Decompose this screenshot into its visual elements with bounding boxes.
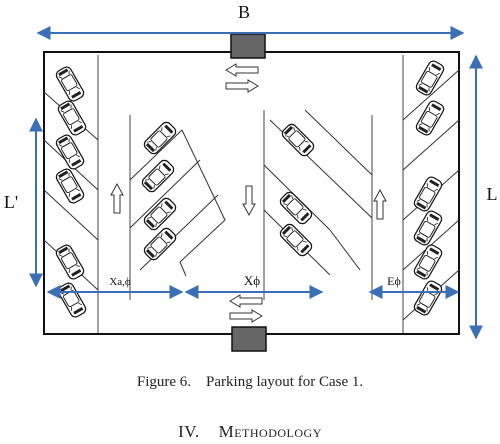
car-icon: [411, 208, 445, 248]
car-icon: [53, 132, 87, 172]
car-row-center-left: [139, 119, 179, 263]
figure-label: Figure 6.: [136, 374, 192, 390]
car-icon: [413, 58, 447, 98]
arrow-up-icon: [110, 182, 124, 214]
arrow-left-icon: [225, 63, 259, 77]
car-icon: [53, 64, 87, 104]
arrow-down-icon: [242, 185, 256, 217]
figure-caption: Figure 6. Parking layout for Case 1.: [0, 374, 500, 391]
traffic-flow-arrows: [110, 63, 387, 323]
section-number: IV.: [178, 422, 200, 441]
dimension-lines: [29, 26, 483, 340]
car-icon: [55, 280, 89, 320]
car-icon: [279, 121, 317, 159]
parking-layout-diagram: B L L' Xa,ϕ Xϕ Eϕ: [4, 2, 498, 352]
arrow-right-icon: [225, 79, 259, 93]
car-icon: [53, 166, 87, 206]
top-gate-icon: [230, 33, 266, 59]
car-icon: [55, 98, 89, 138]
length-label: L: [487, 184, 498, 204]
car-icon: [141, 195, 179, 233]
car-icon: [141, 119, 179, 157]
section-heading: IV. Methodology: [0, 422, 500, 442]
car-icon: [277, 221, 315, 259]
interior-module-label: Xϕ: [244, 273, 260, 288]
arrow-left-icon: [229, 294, 263, 308]
car-row-right-wall: [411, 58, 447, 318]
width-label: B: [238, 2, 250, 22]
car-icon: [141, 225, 179, 263]
car-row-left-wall: [53, 64, 89, 320]
car-icon: [411, 278, 445, 318]
car-icon: [411, 174, 445, 214]
arrow-right-icon: [229, 309, 263, 323]
bottom-gate-icon: [231, 326, 267, 352]
module-length-label: L': [4, 192, 18, 212]
section-title: Methodology: [218, 422, 322, 441]
figure-text: Parking layout for Case 1.: [206, 374, 364, 390]
edge-module-label: Eϕ: [387, 274, 401, 288]
car-icon: [277, 189, 315, 227]
arrow-up-icon: [373, 188, 387, 220]
car-icon: [411, 242, 445, 282]
aisle-width-label: Xa,ϕ: [109, 276, 131, 288]
car-row-center-right: [277, 121, 317, 259]
car-icon: [53, 242, 87, 282]
